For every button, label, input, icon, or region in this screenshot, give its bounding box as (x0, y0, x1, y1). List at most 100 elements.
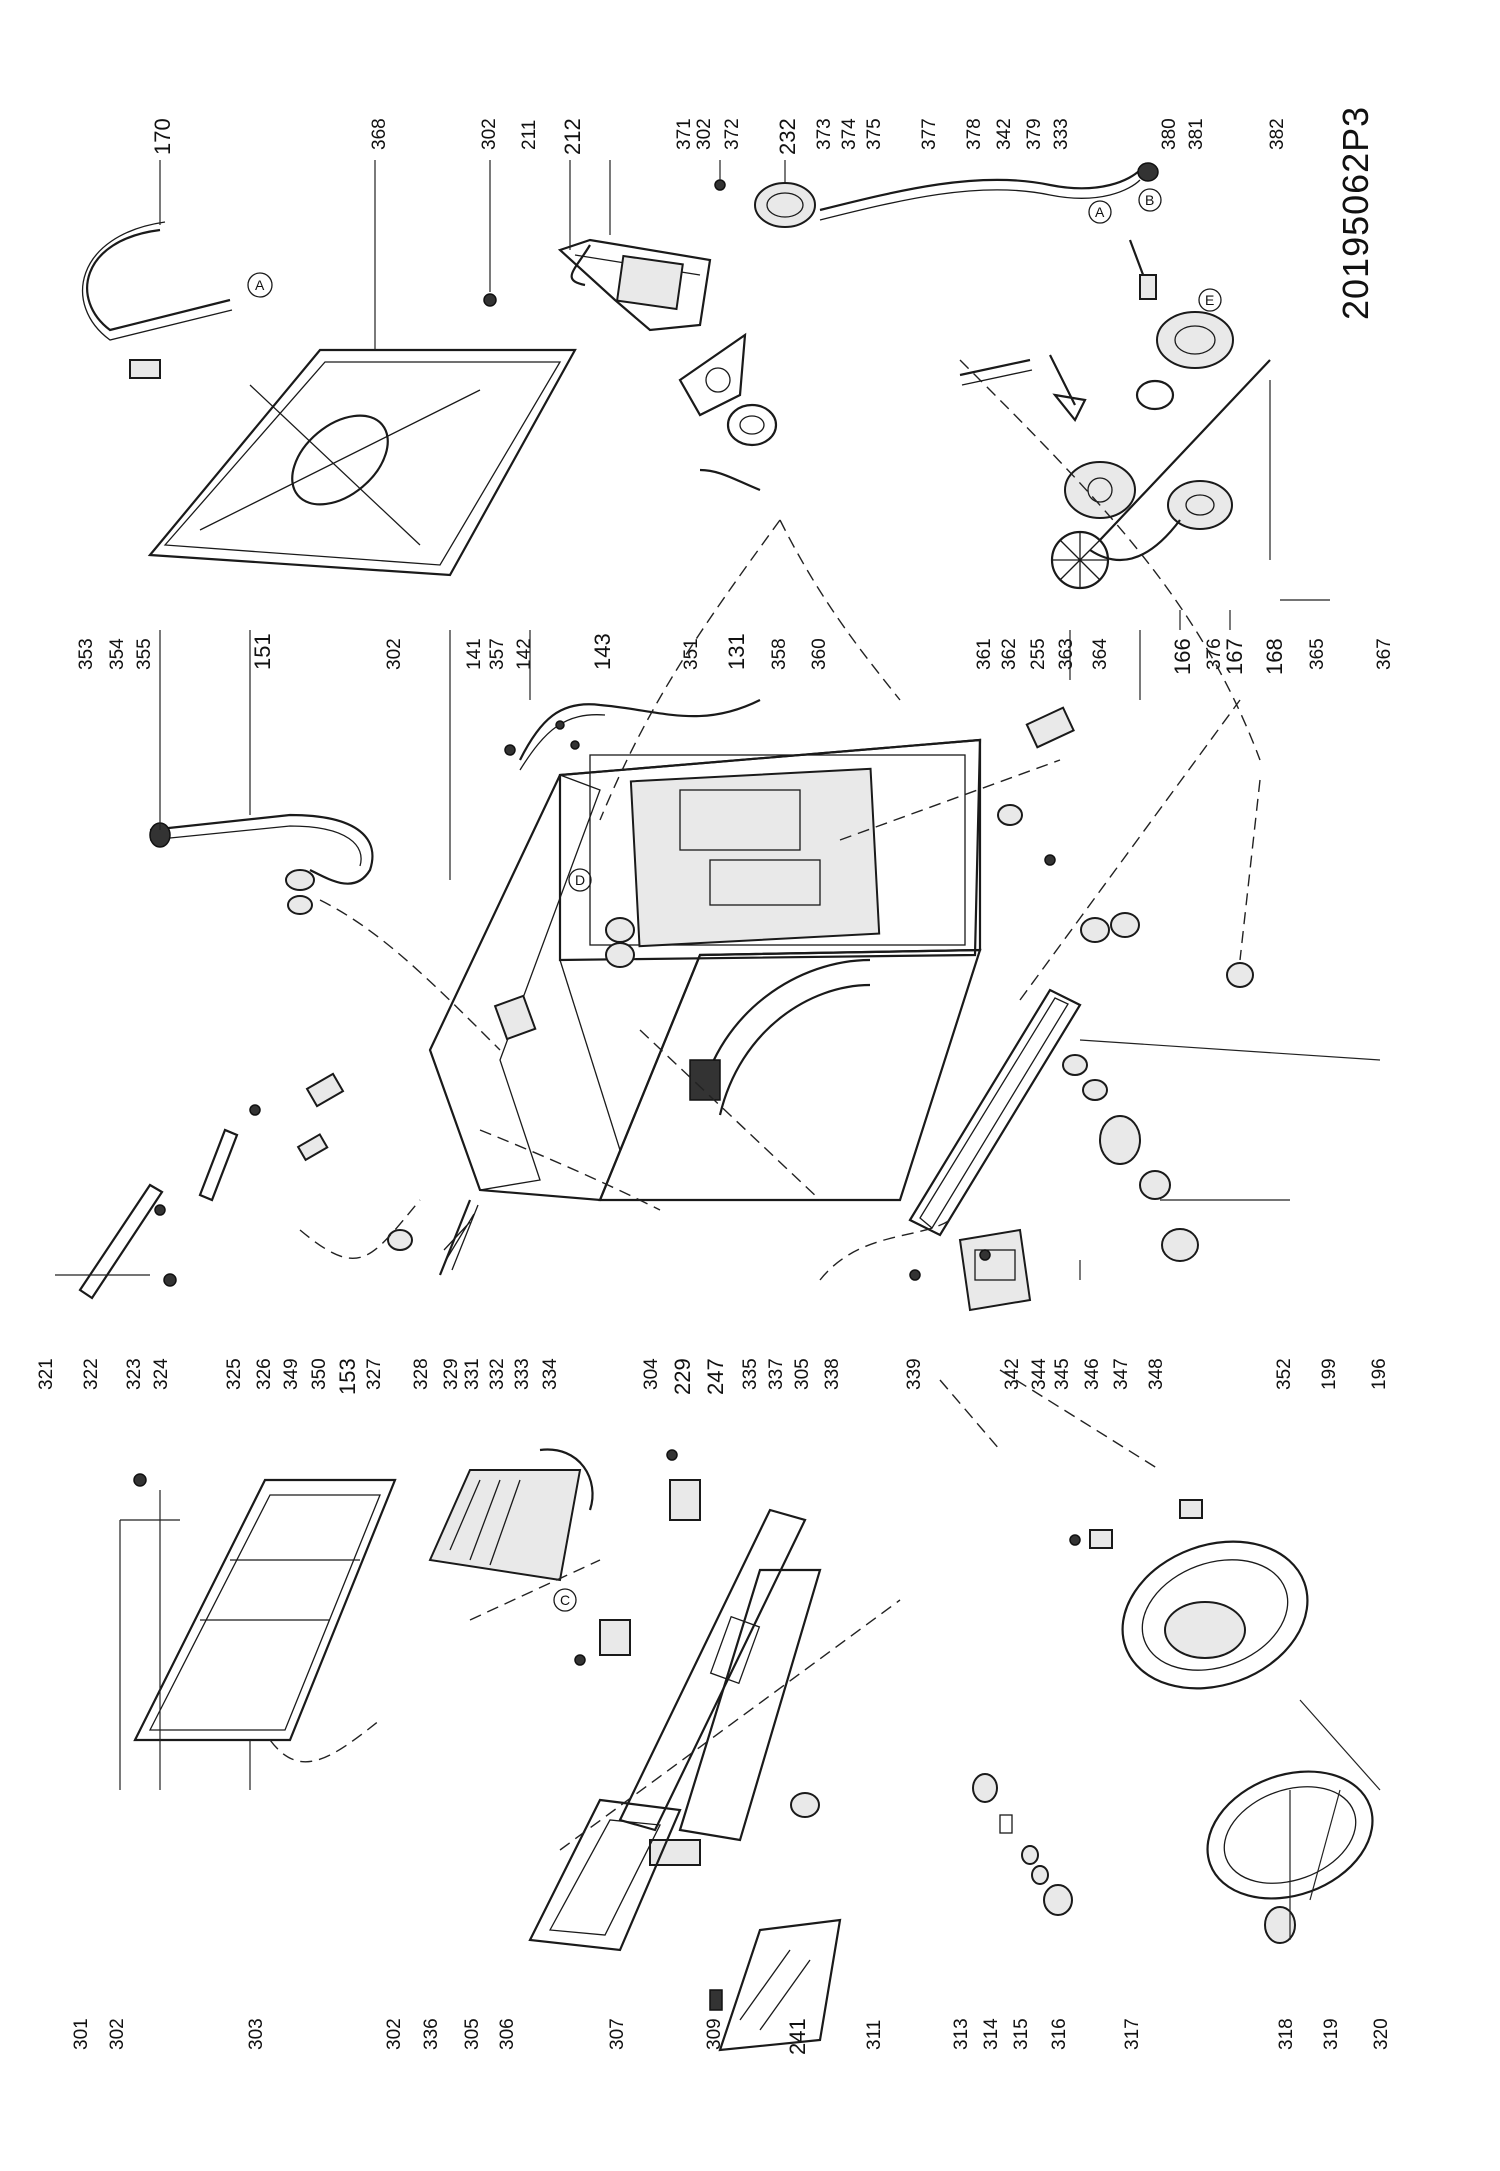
part-label-367: 367 (1374, 638, 1395, 670)
part-label-302: 302 (384, 638, 405, 670)
part-365-foot (1080, 912, 1254, 988)
part-301-worktop (133, 1473, 397, 1742)
part-label-365: 365 (1307, 638, 1328, 670)
part-305-part (574, 1619, 701, 1866)
part-378-hose (959, 354, 1087, 423)
part-151-inlet-hose (129, 359, 374, 915)
part-label-342: 342 (994, 118, 1015, 150)
part-170-hose: A (82, 160, 273, 341)
part-label-306: 306 (497, 2018, 518, 2050)
part-label-142: 142 (514, 638, 535, 670)
part-label-375: 375 (864, 118, 885, 150)
part-label-373: 373 (814, 118, 835, 150)
part-label-351: 351 (681, 638, 702, 670)
part-label-170: 170 (150, 118, 175, 155)
part-label-229: 229 (670, 1358, 695, 1395)
part-label-333: 333 (1051, 118, 1072, 150)
part-label-357: 357 (487, 638, 508, 670)
part-211-timer (557, 160, 712, 332)
part-199-bumpers (1099, 1115, 1199, 1262)
part-331-heater-assembly: C (428, 1448, 594, 1612)
part-label-302: 302 (107, 2018, 128, 2050)
part-label-344: 344 (1029, 1358, 1050, 1390)
part-label-381: 381 (1186, 118, 1207, 150)
part-label-371: 371 (674, 118, 695, 150)
part-212-cable (570, 160, 611, 287)
part-368-top-frame (147, 160, 577, 577)
part-label-302: 302 (479, 118, 500, 150)
part-label-232: 232 (775, 118, 800, 155)
part-label-321: 321 (36, 1358, 57, 1390)
part-label-350: 350 (309, 1358, 330, 1390)
part-label-309: 309 (704, 2018, 725, 2050)
part-main-cabinet (428, 738, 982, 1202)
svg-text:D: D (575, 872, 585, 888)
part-352-kickstrip (908, 988, 1108, 1237)
part-332-spring (387, 1199, 479, 1276)
part-label-331: 331 (462, 1358, 483, 1390)
part-346-hinge (909, 1228, 1032, 1312)
part-label-368: 368 (369, 118, 390, 150)
part-label-241: 241 (785, 2018, 810, 2055)
part-347-latch (1069, 1499, 1203, 1549)
part-label-345: 345 (1052, 1358, 1073, 1390)
part-label-166: 166 (1170, 638, 1195, 675)
assembly-dashed-lines (269, 359, 1261, 1851)
part-label-347: 347 (1111, 1358, 1132, 1390)
part-label-302: 302 (384, 2018, 405, 2050)
part-362-bracket (997, 706, 1075, 866)
part-label-307: 307 (607, 2018, 628, 2050)
part-label-333: 333 (512, 1358, 533, 1390)
part-229-switch (666, 1449, 701, 1521)
part-375-hook (699, 468, 761, 492)
part-label-348: 348 (1146, 1358, 1167, 1390)
part-label-143: 143 (590, 633, 615, 670)
part-label-362: 362 (999, 638, 1020, 670)
part-label-363: 363 (1056, 638, 1077, 670)
part-label-196: 196 (1369, 1358, 1390, 1390)
part-label-325: 325 (224, 1358, 245, 1390)
part-label-378: 378 (964, 118, 985, 150)
part-label-354: 354 (107, 638, 128, 670)
part-label-318: 318 (1276, 2018, 1297, 2050)
part-label-376: 376 (1204, 638, 1225, 670)
part-350-clip (296, 1072, 345, 1162)
part-label-303: 303 (246, 2018, 267, 2050)
part-label-334: 334 (540, 1358, 561, 1390)
part-label-304: 304 (641, 1358, 662, 1390)
part-label-349: 349 (281, 1358, 302, 1390)
part-307-dispenser (528, 1798, 682, 1952)
svg-text:B: B (1145, 192, 1154, 208)
part-374-seal (726, 403, 778, 447)
part-bracket (678, 332, 747, 417)
part-label-131: 131 (724, 633, 749, 670)
part-label-327: 327 (364, 1358, 385, 1390)
part-label-211: 211 (519, 120, 540, 150)
part-label-374: 374 (839, 118, 860, 150)
part-label-358: 358 (769, 638, 790, 670)
part-label-322: 322 (81, 1358, 102, 1390)
part-label-372: 372 (722, 118, 743, 150)
part-label-301: 301 (71, 2018, 92, 2050)
part-label-379: 379 (1024, 118, 1045, 150)
svg-text:E: E (1205, 292, 1214, 308)
part-label-346: 346 (1082, 1358, 1103, 1390)
part-302-screw-top (483, 160, 497, 307)
part-label-305: 305 (462, 2018, 483, 2050)
part-label-167: 167 (1222, 638, 1247, 675)
part-label-360: 360 (809, 638, 830, 670)
part-label-361: 361 (974, 638, 995, 670)
part-label-380: 380 (1159, 118, 1180, 150)
part-label-141: 141 (464, 638, 485, 670)
part-label-320: 320 (1371, 2018, 1392, 2050)
part-318-handle (1264, 1906, 1296, 1944)
part-325-strip (198, 1104, 261, 1202)
label-leader-lines (119, 380, 1381, 1940)
part-377-hose (819, 162, 1159, 221)
part-label-335: 335 (740, 1358, 761, 1390)
